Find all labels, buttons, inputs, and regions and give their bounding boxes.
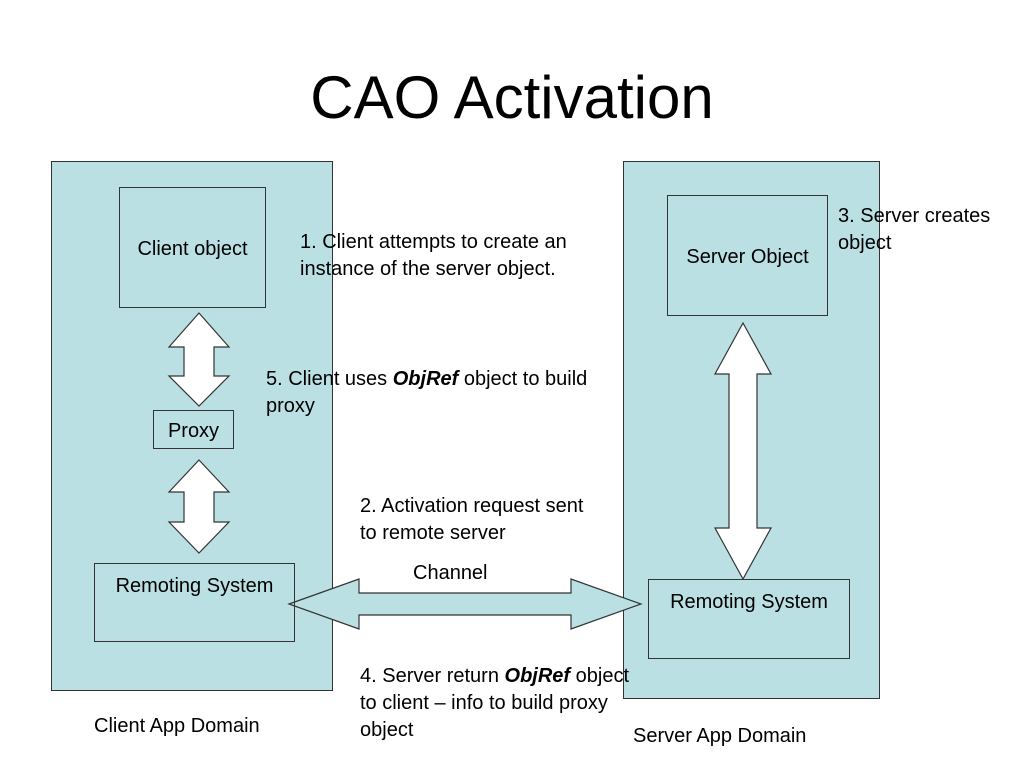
proxy-box[interactable]: Proxy bbox=[153, 410, 234, 449]
server-object-label: Server Object bbox=[686, 246, 809, 268]
step-3-note: 3. Server creates object bbox=[838, 205, 991, 254]
step-5-text-end: object to build proxy bbox=[266, 368, 588, 417]
client-object-label: Client object bbox=[137, 238, 248, 260]
channel-arrow[interactable] bbox=[287, 578, 643, 630]
proxy-remoting-arrow bbox=[167, 459, 231, 554]
step-5-objref: ObjRef bbox=[392, 368, 459, 390]
server-app-domain-label: Server App Domain bbox=[633, 725, 807, 747]
step-4-objref: ObjRef bbox=[504, 665, 571, 687]
step-4-note: 4. Server return ObjRef object to client… bbox=[360, 663, 630, 744]
client-remoting-label: Remoting System bbox=[115, 575, 274, 597]
step-1-note: 1. Client attempts to create an instance… bbox=[300, 231, 567, 280]
client-app-domain-panel bbox=[51, 161, 333, 691]
server-remoting-label: Remoting System bbox=[670, 591, 828, 613]
step-4-text-start: 4. Server return bbox=[360, 665, 505, 687]
slide-title: CAO Activation bbox=[310, 64, 714, 131]
client-object-proxy-arrow bbox=[167, 312, 231, 407]
proxy-label: Proxy bbox=[167, 420, 220, 442]
step-4-text-end: object to client – info to build proxy o… bbox=[360, 665, 630, 741]
step-2-note: 2. Activation request sent to remote ser… bbox=[360, 495, 584, 544]
client-remoting-system-box[interactable]: Remoting System bbox=[94, 563, 295, 642]
server-remoting-system-box[interactable]: Remoting System bbox=[648, 579, 850, 659]
server-object-box[interactable]: Server Object bbox=[667, 195, 828, 316]
channel-label: Channel bbox=[413, 562, 488, 584]
client-app-domain-label: Client App Domain bbox=[94, 715, 260, 737]
server-object-remoting-arrow bbox=[713, 321, 773, 581]
step-5-note: 5. Client uses ObjRef object to build pr… bbox=[266, 366, 596, 420]
client-object-box[interactable]: Client object bbox=[119, 187, 266, 308]
step-5-text-start: 5. Client uses bbox=[266, 368, 393, 390]
